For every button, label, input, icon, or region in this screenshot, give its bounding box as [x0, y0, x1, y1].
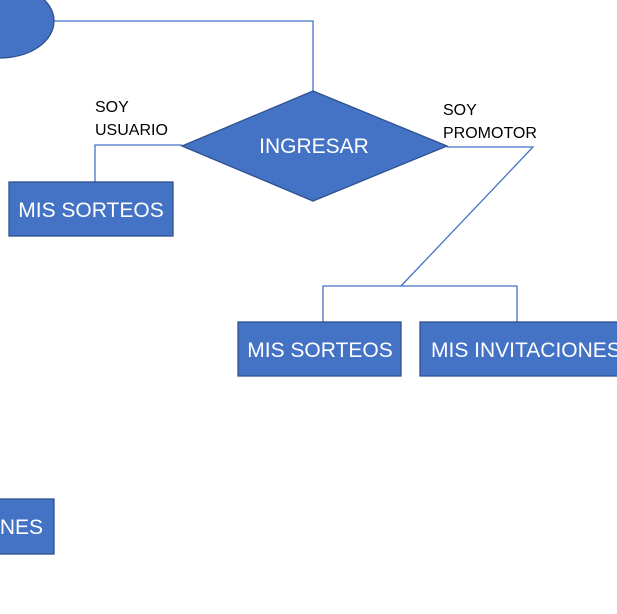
- partial-box-rect: [0, 498, 55, 555]
- promoter-mis-sorteos-label: MIS SORTEOS: [247, 339, 392, 362]
- connector-promoter-to-mis-sorteos: [322, 285, 401, 322]
- user-mis-sorteos-rect: [8, 181, 174, 237]
- start-ellipse: [0, 0, 55, 59]
- promoter-mis-invitaciones-label: MIS INVITACIONES: [431, 339, 617, 362]
- connectors: [52, 20, 535, 322]
- connector-start-to-decision: [52, 20, 314, 91]
- user-mis-sorteos-box: MIS SORTEOS: [8, 181, 174, 237]
- partial-box-label: ONES: [0, 516, 43, 539]
- promoter-mis-sorteos-rect: [237, 321, 402, 377]
- connector-promoter-to-mis-invitaciones: [401, 285, 518, 322]
- promoter-mis-invitaciones-box: MIS INVITACIONES: [419, 321, 617, 377]
- user-mis-sorteos-label: MIS SORTEOS: [18, 199, 163, 222]
- decision-diamond: [180, 90, 449, 202]
- decision-node: INGRESAR: [180, 90, 449, 202]
- user-edge-label-line1: SOY: [95, 99, 129, 116]
- promoter-edge-label-line2: PROMOTOR: [443, 125, 537, 142]
- user-edge-label-line2: USUARIO: [95, 122, 168, 139]
- promoter-mis-invitaciones-rect: [419, 321, 617, 377]
- partial-box: ONES: [0, 498, 55, 555]
- connector-decision-to-promoter: [400, 146, 535, 287]
- promoter-edge-label-line1: SOY: [443, 102, 477, 119]
- decision-label: INGRESAR: [259, 135, 369, 158]
- promoter-mis-sorteos-box: MIS SORTEOS: [237, 321, 402, 377]
- connector-decision-to-user: [94, 144, 182, 182]
